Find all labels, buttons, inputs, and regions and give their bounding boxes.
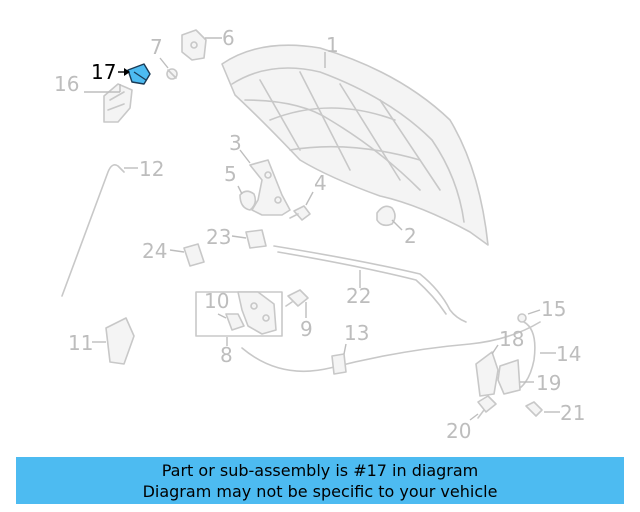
bumper-stop-part-5	[239, 190, 257, 211]
screw-part-7	[166, 68, 178, 80]
callout-7[interactable]: 7	[150, 35, 163, 59]
callout-13[interactable]: 13	[344, 321, 369, 345]
callout-6[interactable]: 6	[222, 26, 235, 50]
bolt-part-9	[285, 289, 309, 307]
bolt-part-20	[477, 395, 497, 419]
callout-21[interactable]: 21	[560, 401, 585, 425]
lock-part-19	[497, 359, 521, 395]
callout-5[interactable]: 5	[224, 162, 237, 186]
callout-23[interactable]: 23	[206, 225, 231, 249]
seal-part-22	[273, 245, 467, 323]
callout-11[interactable]: 11	[68, 331, 93, 355]
clip-part-21	[525, 401, 543, 417]
callout-20[interactable]: 20	[446, 419, 471, 443]
info-banner: Part or sub-assembly is #17 in diagram D…	[16, 457, 624, 504]
clip-part-23	[245, 229, 267, 249]
callout-17[interactable]: 17	[91, 60, 116, 84]
parts-diagram: 1 2 3 4 5 6 7 8 9 10 11 12 13 14 15 16 1…	[54, 26, 585, 443]
callout-24[interactable]: 24	[142, 239, 167, 263]
bolt-part-4	[289, 205, 311, 221]
bracket-part-11	[105, 317, 135, 365]
hinge-part-3	[249, 159, 291, 216]
release-cable-part-13	[241, 321, 541, 375]
callout-8[interactable]: 8	[220, 343, 233, 367]
callout-3[interactable]: 3	[229, 131, 242, 155]
callout-16[interactable]: 16	[54, 72, 79, 96]
banner-line-part-number: Part or sub-assembly is #17 in diagram	[161, 461, 479, 480]
hood-panel-part-1	[221, 44, 489, 246]
callout-14[interactable]: 14	[556, 342, 581, 366]
bracket-part-6	[181, 29, 207, 61]
callout-12[interactable]: 12	[139, 157, 164, 181]
callout-15[interactable]: 15	[541, 297, 566, 321]
clip-part-24	[183, 243, 205, 267]
callout-2[interactable]: 2	[404, 224, 417, 248]
callout-19[interactable]: 19	[536, 371, 561, 395]
support-rod-part-12	[61, 164, 125, 297]
latch-assembly-part-8	[195, 291, 283, 337]
callout-1[interactable]: 1	[326, 33, 339, 57]
callout-18[interactable]: 18	[499, 327, 524, 351]
highlighted-clip-part-17	[127, 63, 151, 85]
callout-10[interactable]: 10	[204, 289, 229, 313]
clip-part-15	[517, 313, 527, 323]
callout-9[interactable]: 9	[300, 317, 313, 341]
banner-line-disclaimer: Diagram may not be specific to your vehi…	[142, 482, 498, 501]
callout-4[interactable]: 4	[314, 171, 327, 195]
lock-part-18	[475, 351, 499, 397]
callout-22[interactable]: 22	[346, 284, 371, 308]
bracket-part-16	[103, 83, 133, 123]
bumper-part-2	[376, 205, 396, 227]
